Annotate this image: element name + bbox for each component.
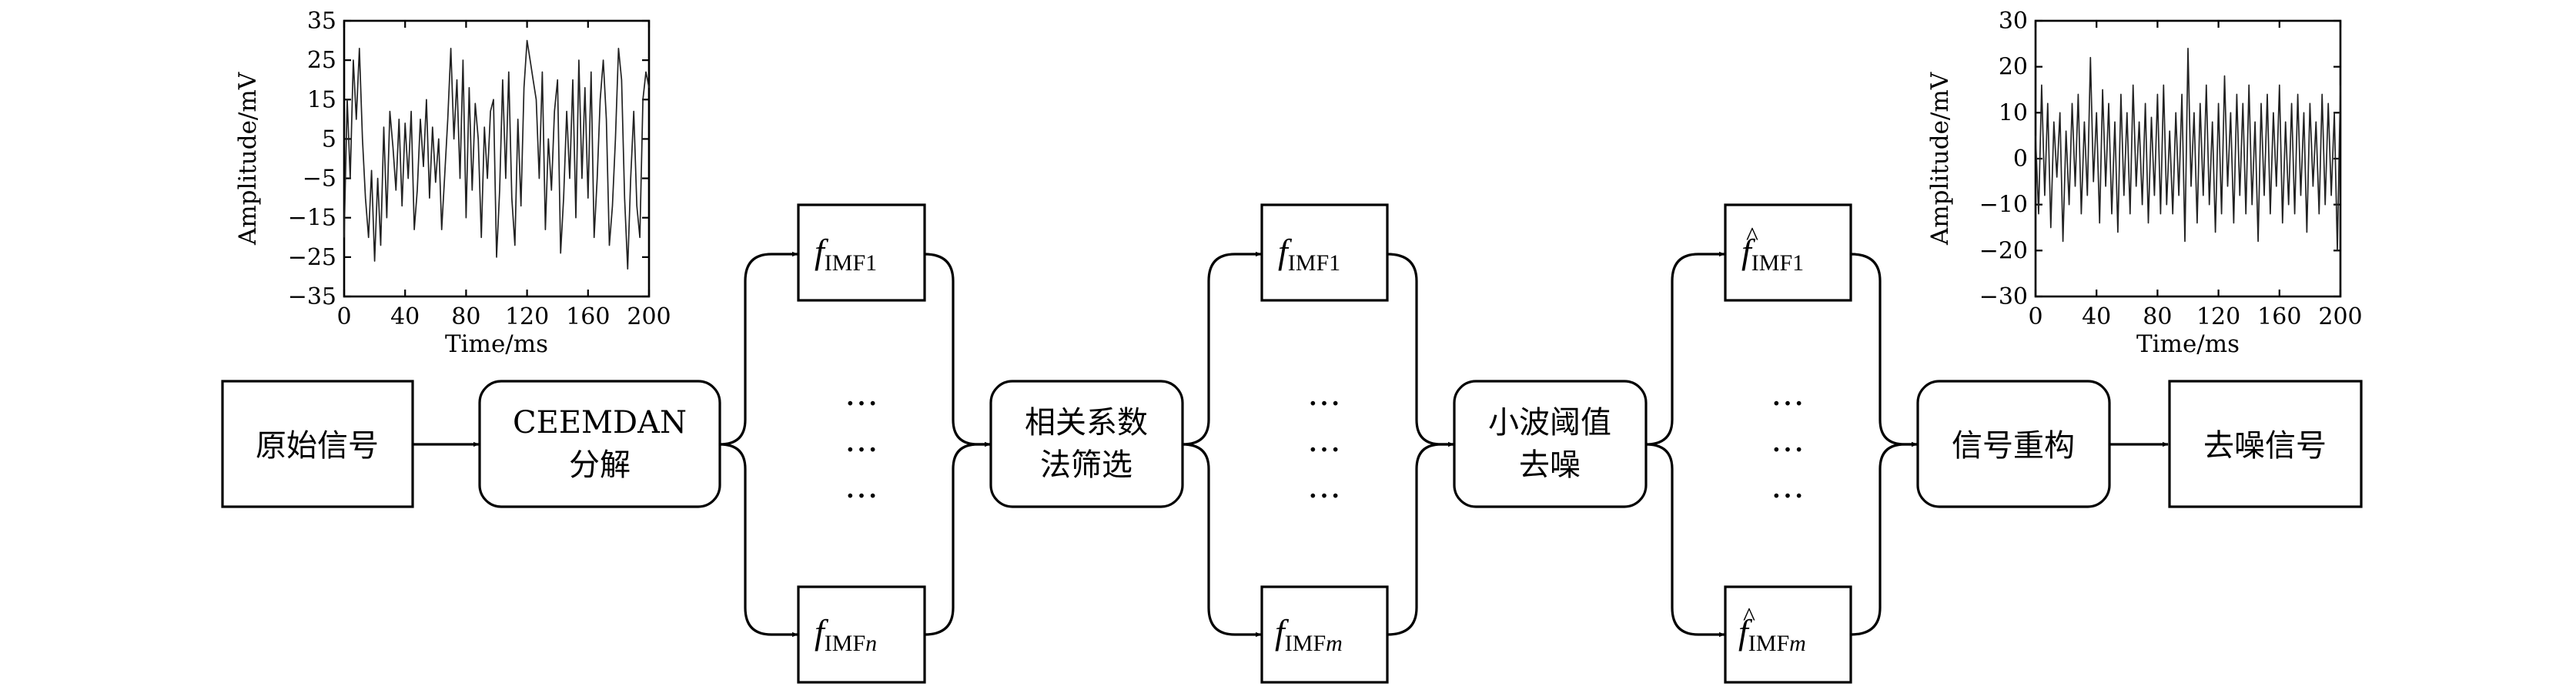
svg-text:…: … (1307, 420, 1341, 460)
chart2-xtick-label: 160 (2257, 303, 2301, 330)
chart1-xtick-label: 0 (336, 303, 351, 330)
denoised-signal-chart: 0 40 80 120 160 200 30 20 10 0 −10 −20 −30 Time/ms A… (1926, 8, 2363, 358)
node-denoised-label: 去噪信号 (2203, 428, 2327, 464)
chart2-ytick-label: 0 (2013, 146, 2028, 172)
imf-col2-bottom-index: m (1326, 631, 1343, 656)
node-wavelet-label-line2: 去噪 (1519, 447, 1581, 483)
node-ceemdan: CEEMDAN 分解 (478, 380, 721, 508)
arrow-imf1-to-wavelet (1387, 253, 1454, 447)
connectors (413, 251, 2169, 638)
arrow-ceemdan-to-imf1 (719, 251, 798, 446)
arrow-wavelet-to-hat-imfm (1645, 443, 1725, 638)
chart1-ytick-label: 25 (307, 47, 336, 74)
node-correlation-label-line1: 相关系数 (1025, 405, 1148, 440)
chart1-ytick-label: −35 (288, 283, 336, 310)
node-correlation-label-line2: 法筛选 (1040, 447, 1132, 483)
imf-col3-top-sub: IMF1 (1751, 250, 1804, 276)
chart2-xtick-label: 40 (2082, 303, 2111, 330)
chart1-ytick-label: −15 (288, 205, 336, 232)
chart2-ytick-label: 20 (1999, 54, 2028, 81)
imf-col3-ellipsis: … … … (1771, 374, 1805, 506)
arrow-imf1-to-corr (924, 253, 991, 447)
chart2-xtick-label: 0 (2028, 303, 2042, 330)
chart1-xtick-label: 80 (451, 303, 480, 330)
chart1-ytick-label: 5 (322, 126, 336, 152)
imf-col2-bottom-prefix: IMF (1285, 631, 1326, 656)
original-signal-chart: 0 40 80 120 160 200 35 25 15 5 −5 −15 −25 −35 Time/ms… (234, 8, 671, 358)
node-original-signal: 原始信号 (221, 380, 414, 508)
svg-text:…: … (1771, 374, 1805, 414)
chart1-xtick-label: 160 (566, 303, 610, 330)
imf-col2-top-sub: IMF1 (1288, 250, 1340, 276)
chart1-ticks: 0 40 80 120 160 200 35 25 15 5 −5 −15 −25 −35 (288, 8, 671, 330)
imf-col1-bottom-prefix: IMF (825, 631, 865, 656)
chart1-ytick-label: 15 (307, 86, 336, 113)
chart2-xtick-label: 200 (2318, 303, 2362, 330)
node-denoised-signal: 去噪信号 (2168, 380, 2363, 508)
svg-text:fIMF1: fIMF1 (1741, 232, 1804, 276)
hat-accent: ^ (1743, 603, 1755, 631)
chart1-ylabel: Amplitude/mV (234, 72, 262, 246)
chart1-ytick-label: 35 (307, 8, 336, 35)
svg-text:…: … (1771, 467, 1805, 506)
hat-accent: ^ (1746, 223, 1758, 251)
chart1-signal-line (343, 39, 650, 270)
arrow-wavelet-to-hat-imf1 (1645, 251, 1725, 446)
chart1-ytick-label: −25 (288, 244, 336, 271)
arrow-corr-to-imf1 (1182, 251, 1262, 446)
imf-col3-bottom: ^ fIMFm (1724, 585, 1852, 684)
imf-col1-bottom-index: n (865, 631, 877, 656)
chart2-ylabel: Amplitude/mV (1926, 72, 1954, 246)
chart1-ytick-label: −5 (303, 166, 336, 193)
chart2-xtick-label: 120 (2196, 303, 2240, 330)
node-ceemdan-label-line2: 分解 (569, 447, 631, 483)
node-signal-reconstruction: 信号重构 (1916, 380, 2111, 508)
node-wavelet-threshold: 小波阈值 去噪 (1453, 380, 1648, 508)
chart1-xlabel: Time/ms (445, 330, 548, 358)
arrow-imfm-to-wavelet (1387, 441, 1454, 636)
arrow-ceemdan-to-imfn (719, 443, 798, 638)
imf-col2-top: fIMF1 (1260, 203, 1389, 302)
imf-col1-top-sub: IMF1 (825, 250, 877, 276)
svg-text:…: … (1771, 420, 1805, 460)
node-ceemdan-label-line1: CEEMDAN (513, 405, 687, 440)
imf-col3-top: ^ fIMF1 (1724, 203, 1852, 302)
svg-text:fIMF1: fIMF1 (1278, 232, 1340, 276)
imf-col1-ellipsis: … … … (845, 374, 878, 506)
imf-col3-bottom-prefix: IMF (1748, 631, 1789, 656)
chart1-xtick-label: 200 (627, 303, 671, 330)
imf-col2-ellipsis: … … … (1307, 374, 1341, 506)
chart2-ytick-label: 10 (1999, 99, 2028, 126)
svg-text:…: … (845, 467, 878, 506)
node-reconstruct-label: 信号重构 (1952, 428, 2075, 464)
svg-text:…: … (845, 420, 878, 460)
arrow-corr-to-imfm (1182, 443, 1262, 638)
arrow-imfn-to-corr (924, 441, 991, 636)
chart1-xtick-label: 40 (390, 303, 420, 330)
arrow-hat-imfm-to-reconstruct (1850, 441, 1918, 636)
chart2-ytick-label: −30 (1979, 283, 2028, 310)
imf-col1-bottom: fIMFn (797, 585, 926, 684)
imf-col1-top: fIMF1 (797, 203, 926, 302)
chart2-ytick-label: −20 (1979, 237, 2028, 264)
chart1-xtick-label: 120 (505, 303, 549, 330)
chart1-frame (343, 19, 651, 298)
chart2-xlabel: Time/ms (2136, 330, 2240, 358)
chart2-signal-line (2035, 47, 2341, 252)
imf-col2-bottom: fIMFm (1260, 585, 1389, 684)
node-wavelet-label-line1: 小波阈值 (1488, 405, 1611, 440)
arrow-hat-imf1-to-reconstruct (1850, 253, 1918, 447)
svg-text:…: … (1307, 467, 1341, 506)
chart2-ytick-label: 30 (1999, 8, 2028, 35)
chart2-xtick-label: 80 (2143, 303, 2172, 330)
node-original-signal-label: 原始信号 (256, 428, 379, 464)
svg-text:…: … (1307, 374, 1341, 414)
svg-text:…: … (845, 374, 878, 414)
node-correlation-screening: 相关系数 法筛选 (989, 380, 1184, 508)
chart2-ticks: 0 40 80 120 160 200 30 20 10 0 −10 −20 −30 (1979, 8, 2363, 330)
svg-text:fIMFm: fIMFm (1275, 612, 1343, 656)
imf-col3-bottom-index: m (1789, 631, 1806, 656)
chart2-ytick-label: −10 (1979, 192, 2028, 219)
